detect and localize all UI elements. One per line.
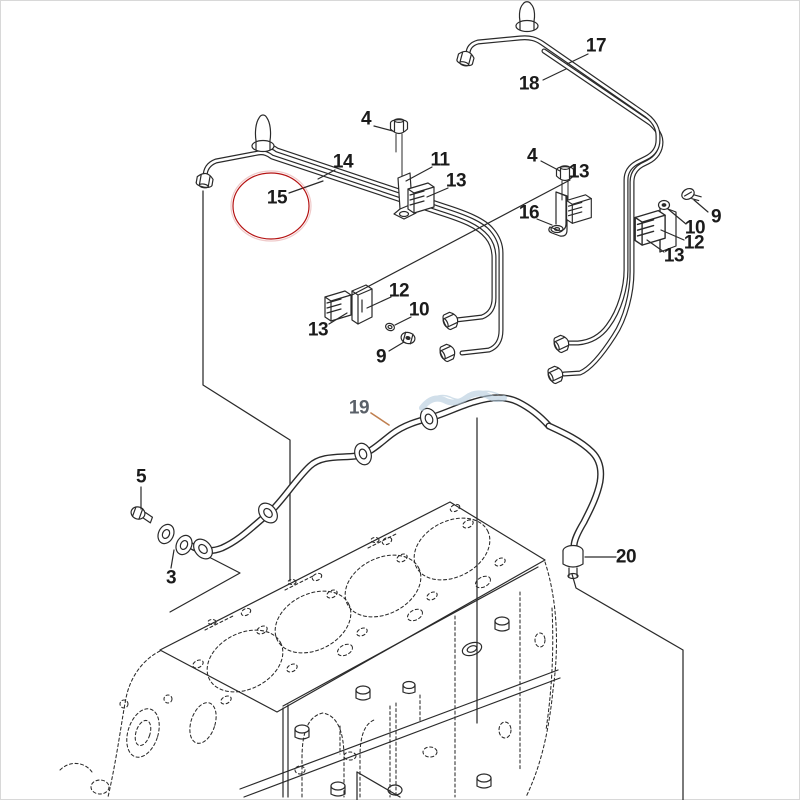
bracket-12 [351,284,373,325]
bracket-16 [548,191,568,237]
callout-12-14: 12 [388,280,410,302]
callout-13-4: 13 [445,170,467,192]
engine-block [59,501,561,798]
leader-13-long [351,179,571,296]
pipe-union-nut [195,172,214,189]
callout-17-0: 17 [585,35,607,57]
callout-13-13: 13 [663,245,685,267]
callout-19-20: 19 [348,397,370,419]
callout-9-17: 9 [375,346,387,368]
clamp-assembly-11-13 [389,118,435,220]
pipe-eyelet [354,442,372,466]
callout-14-5: 14 [332,151,354,173]
callout-12-12: 12 [683,232,705,254]
clamp-assembly-12-13-right [634,187,702,253]
pipe-clamp-13 [324,290,352,322]
callout-11-3: 11 [430,149,450,171]
clamp-assembly-12-13-middle [324,284,416,345]
callout-leaders [140,53,709,569]
watermark [419,390,507,411]
flange-nut-4 [555,165,575,182]
nut-10 [657,199,671,211]
pipe-eyelet [193,538,213,560]
leader-19-muted [370,412,390,426]
callout-9-10: 9 [710,206,722,228]
callout-13-16: 13 [307,319,329,341]
pipe-union-nut [553,334,570,354]
pipe-eyelet [419,407,439,431]
callout-16-9: 16 [518,202,540,224]
pipe-union-nut [547,365,564,385]
flange-nut-4 [389,118,409,135]
callout-5-18: 5 [135,466,147,488]
pipe-union-nut [456,50,475,67]
callout-4-2: 4 [360,108,372,130]
washer-10 [385,322,395,332]
part-15-highlight-circle [230,170,312,242]
bolt-bosses [294,616,510,797]
leader-lines [169,190,684,800]
screw-9 [681,187,702,202]
callout-10-11: 10 [684,217,706,239]
pipe-clamp-13 [634,209,666,246]
return-pipe-20 [545,422,605,580]
callout-13-8: 13 [568,161,590,183]
deck-bolt-holes [192,503,506,705]
pipe-clamp-pin [251,114,275,153]
banjo-fitting-3 [157,523,193,556]
callout-18-1: 18 [518,73,540,95]
banjo-bolt-5 [130,506,154,524]
injection-pipes-17-18 [456,1,664,385]
callout-3-19: 3 [165,567,177,589]
nut-9 [400,331,416,345]
pipe-clamp-13 [566,194,592,224]
injection-leak-off-pipe-19 [186,394,553,560]
pipe-clamp-pin [515,1,539,33]
pipe-fitting-20 [562,544,584,580]
callout-4-7: 4 [526,145,538,167]
cylinder-bores [206,517,491,693]
pipe-eyelet [258,502,278,524]
pipe-clamp-13 [407,182,435,214]
callout-20-21: 20 [615,546,637,568]
callout-15-6: 15 [266,187,288,209]
callout-10-15: 10 [408,299,430,321]
injection-pipes-14-15 [195,114,504,363]
leader-part20-down [571,573,684,800]
pipe-union-nut [439,343,456,363]
clamp-assembly-16-13 [548,165,592,237]
pipe-union-nut [442,311,459,331]
leader-pipe15-to-block [202,190,291,582]
leader-part3-to-block [169,554,241,613]
